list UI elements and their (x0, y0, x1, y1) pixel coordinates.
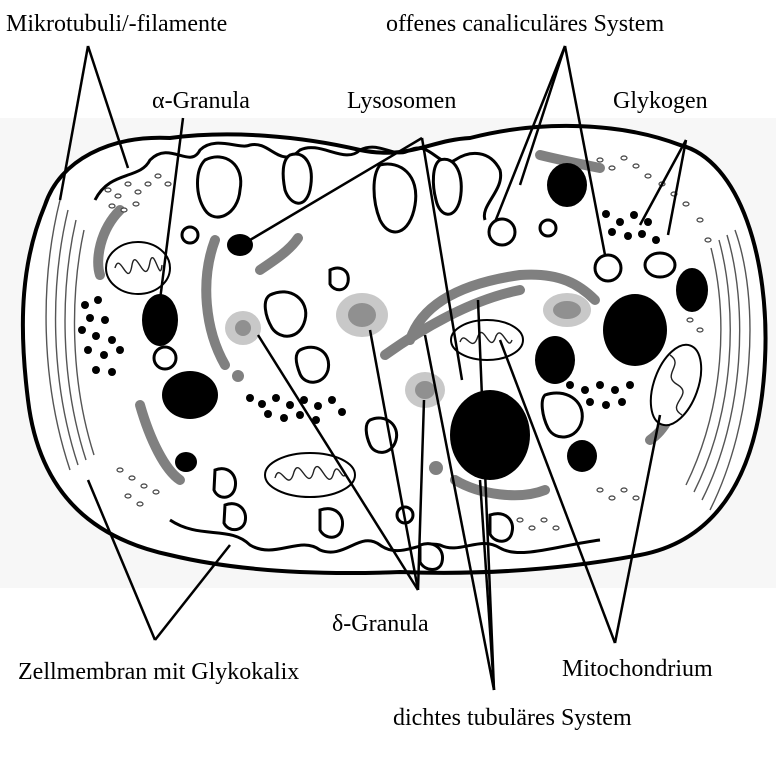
dense-granule-large (450, 390, 530, 480)
label-dichtes-tubulaeres-system: dichtes tubuläres System (393, 706, 632, 730)
label-delta-granula: δ-Granula (332, 612, 429, 636)
label-glykogen: Glykogen (613, 89, 708, 113)
label-offenes-canaliculaeres-system: offenes canaliculäres System (386, 12, 664, 36)
label-lysosomen: Lysosomen (347, 89, 456, 113)
label-zellmembran: Zellmembran mit Glykokalix (18, 660, 299, 684)
label-mitochondrium: Mitochondrium (562, 657, 713, 681)
label-alpha-granula: α-Granula (152, 89, 250, 113)
label-mikrotubuli: Mikrotubuli/-filamente (6, 12, 227, 36)
